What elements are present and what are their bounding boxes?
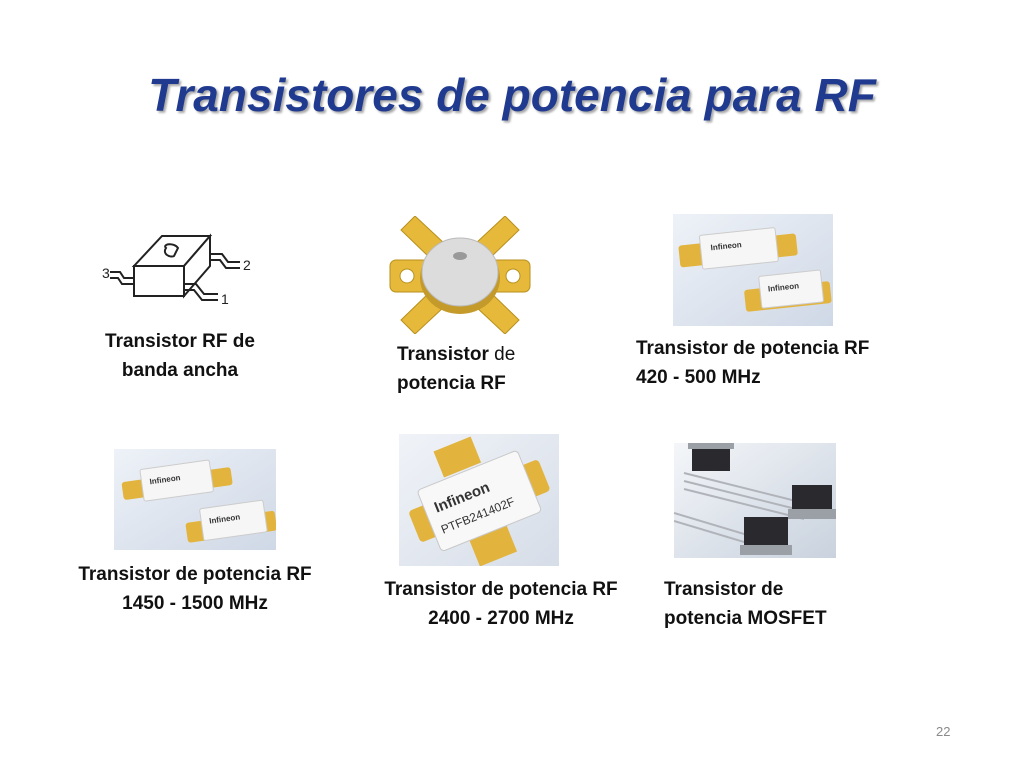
caption-420-500: Transistor de potencia RF 420 - 500 MHz [636, 338, 870, 388]
page-number: 22 [936, 724, 951, 739]
flange-package-image [385, 216, 535, 334]
chip-label: Infineon [149, 473, 181, 486]
infineon-1450-1500-image: Infineon Infineon [114, 449, 276, 550]
caption-broadband: Transistor RF de banda ancha [105, 331, 255, 381]
chip-label: Infineon [710, 240, 742, 252]
sot-package-drawing: 3 2 1 [100, 222, 260, 310]
caption-rf-power: Transistor de potencia RF [397, 344, 516, 394]
caption-1450-1500: Transistor de potencia RF 1450 - 1500 MH… [78, 564, 312, 614]
infineon-420-500-image: Infineon Infineon [673, 214, 833, 326]
caption-mosfet: Transistor de potencia MOSFET [664, 579, 827, 629]
chip-label: Infineon [768, 281, 800, 293]
slide-title: Transistores de potencia para RF [148, 69, 876, 121]
chip-label: Infineon [209, 512, 241, 525]
caption-2400-2700: Transistor de potencia RF 2400 - 2700 MH… [384, 579, 618, 629]
pin-label: 1 [221, 291, 229, 307]
pin-label: 3 [102, 265, 110, 281]
pin-label: 2 [243, 257, 251, 273]
mosfet-package-image [674, 443, 836, 558]
infineon-ptfb241402f-image: Infineon PTFB241402F [399, 434, 559, 566]
